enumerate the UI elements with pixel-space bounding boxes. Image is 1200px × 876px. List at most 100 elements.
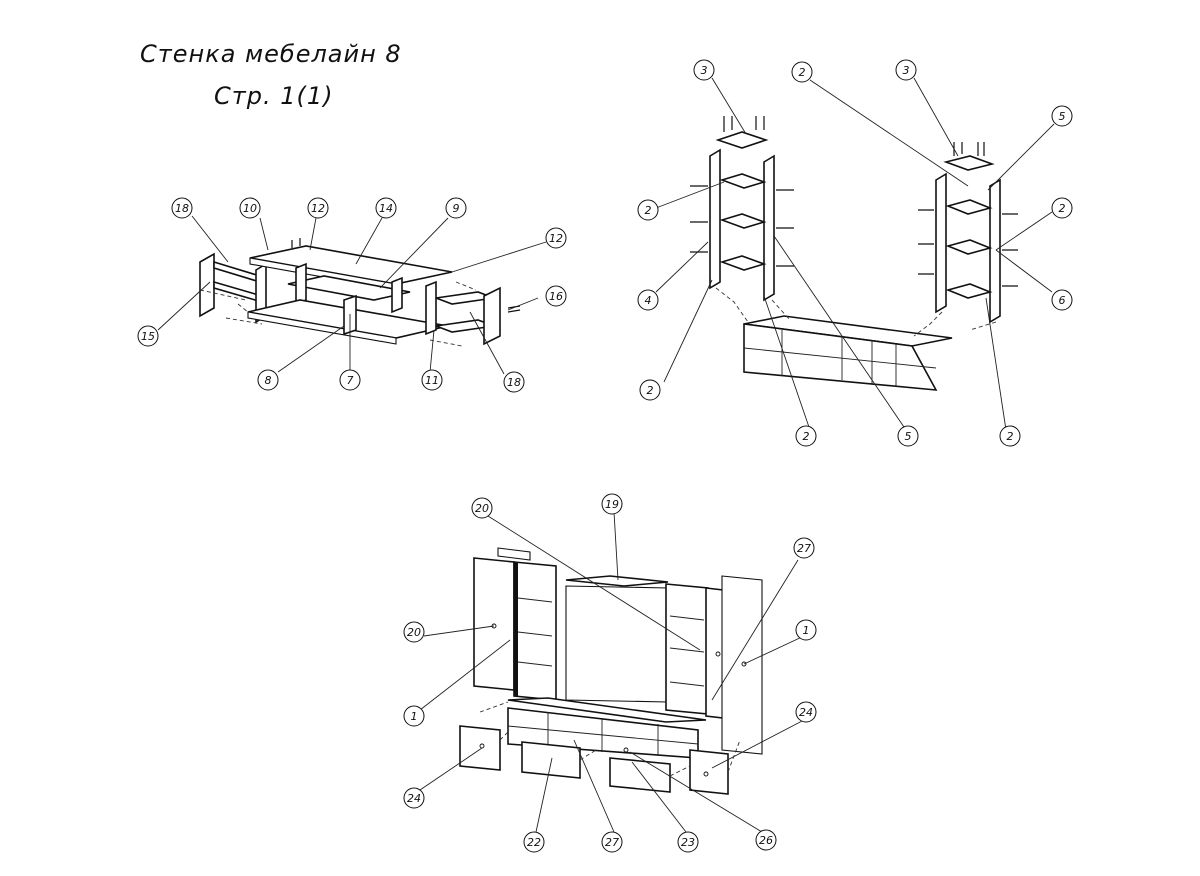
- part-flap-center-right: [609, 757, 671, 793]
- part-left-tower-shelf-2: [719, 213, 767, 229]
- page-number: Стр. 1(1): [214, 82, 334, 110]
- svg-text:18: 18: [175, 202, 189, 215]
- drawing-title: Стенка мебелайн 8: [140, 40, 402, 68]
- part-lower-unit-top: [507, 697, 707, 723]
- part-right-tower-shelf-3: [945, 283, 993, 299]
- callout-bubble: 18: [503, 371, 525, 393]
- callout-bubble: 24: [795, 701, 817, 723]
- svg-text:14: 14: [379, 202, 393, 215]
- part-right-tower-top: [943, 155, 995, 171]
- callout-bubble: 4: [637, 289, 659, 311]
- svg-text:7: 7: [347, 374, 354, 387]
- callout-bubble: 26: [755, 829, 777, 851]
- view-full-assembly-callouts: 20 19 27 20 1 1 24 24 22 27 23 26: [403, 493, 817, 853]
- svg-text:5: 5: [905, 430, 912, 443]
- callout-bubble: 2: [999, 425, 1021, 447]
- part-left-tower-top: [715, 131, 769, 149]
- svg-text:27: 27: [605, 836, 619, 849]
- callout-bubble: 1: [795, 619, 817, 641]
- svg-text:23: 23: [681, 836, 695, 849]
- svg-text:2: 2: [1059, 202, 1066, 215]
- part-right-tower-side-b: [989, 178, 1001, 324]
- callout-bubble: 5: [897, 425, 919, 447]
- part-low-unit-compartments: [743, 330, 937, 386]
- svg-text:6: 6: [1059, 294, 1066, 307]
- svg-text:12: 12: [549, 232, 563, 245]
- callout-leaders: [157, 77, 1055, 833]
- part-right-inner-side: [425, 280, 437, 336]
- svg-text:1: 1: [803, 624, 810, 637]
- svg-text:4: 4: [645, 294, 652, 307]
- callout-bubble: 6: [1051, 289, 1073, 311]
- part-left-shelf-tower-shelves: [517, 597, 553, 667]
- svg-text:3: 3: [701, 64, 708, 77]
- view-bottom-unit: [199, 238, 521, 347]
- part-left-tall-door-back: [497, 547, 531, 561]
- callout-bubble: 2: [637, 199, 659, 221]
- part-flap-left: [459, 725, 501, 771]
- svg-text:2: 2: [803, 430, 810, 443]
- svg-text:18: 18: [507, 376, 521, 389]
- part-low-unit-front: [743, 323, 938, 391]
- svg-text:9: 9: [453, 202, 460, 215]
- svg-text:11: 11: [425, 374, 439, 387]
- part-flap-center-left: [521, 741, 581, 779]
- callout-bubble: 20: [471, 497, 493, 519]
- svg-text:20: 20: [475, 502, 489, 515]
- svg-text:16: 16: [549, 290, 563, 303]
- part-right-tower-side-a: [935, 172, 947, 314]
- svg-text:10: 10: [243, 202, 257, 215]
- part-left-tower-side-a: [709, 148, 721, 290]
- svg-text:2: 2: [799, 66, 806, 79]
- view-side-towers: [690, 116, 1018, 391]
- svg-text:19: 19: [605, 498, 619, 511]
- part-mid-shelf: [287, 275, 411, 301]
- callout-bubble: 22: [523, 831, 545, 853]
- callout-bubble: 2: [795, 425, 817, 447]
- svg-text:2: 2: [1007, 430, 1014, 443]
- part-inner-partition-1: [295, 262, 307, 306]
- svg-text:1: 1: [411, 710, 418, 723]
- part-top-bridge: [565, 575, 669, 587]
- part-right-tower-shelf-1: [945, 199, 993, 215]
- svg-text:15: 15: [141, 330, 155, 343]
- part-flap-right: [689, 749, 729, 795]
- callout-bubble: 3: [693, 59, 715, 81]
- callout-bubble: 10: [239, 197, 261, 219]
- callout-bubble: 18: [171, 197, 193, 219]
- part-lower-unit-dividers: [507, 712, 699, 756]
- callout-bubble: 16: [545, 285, 567, 307]
- part-right-shelf-tower-shelves: [669, 615, 705, 687]
- part-left-tower-side-b: [763, 154, 775, 302]
- callout-bubble: 23: [677, 831, 699, 853]
- part-right-shelf-tower: [665, 583, 709, 715]
- callout-bubble: 8: [257, 369, 279, 391]
- svg-text:24: 24: [407, 792, 421, 805]
- svg-text:8: 8: [265, 374, 272, 387]
- callout-bubble: 12: [307, 197, 329, 219]
- callout-bubble: 9: [445, 197, 467, 219]
- part-left-tower-shelf-3: [719, 255, 767, 271]
- part-left-tower-shelf-1: [719, 173, 767, 189]
- callout-bubble: 19: [601, 493, 623, 515]
- svg-text:2: 2: [645, 204, 652, 217]
- svg-text:26: 26: [759, 834, 773, 847]
- callout-bubble: 20: [403, 621, 425, 643]
- svg-text:20: 20: [407, 626, 421, 639]
- callout-bubble: 7: [339, 369, 361, 391]
- svg-text:22: 22: [527, 836, 541, 849]
- view-bottom-unit-callouts: 18 10 12 14 9 12 16 15 8 7 11 18: [137, 197, 567, 393]
- callout-bubble: 5: [1051, 105, 1073, 127]
- view-full-assembly: [459, 547, 763, 795]
- callout-bubble: 2: [791, 61, 813, 83]
- part-back-panel: [565, 585, 669, 703]
- view-side-towers-callouts: 3 2 3 5 2 2 4 6 2 2 5 2: [637, 59, 1073, 447]
- callout-bubble: 12: [545, 227, 567, 249]
- svg-text:2: 2: [647, 384, 654, 397]
- part-left-lower-shelf: [213, 280, 263, 304]
- callout-bubble: 27: [793, 537, 815, 559]
- part-left-shelf-tower: [513, 561, 557, 701]
- svg-text:27: 27: [797, 542, 811, 555]
